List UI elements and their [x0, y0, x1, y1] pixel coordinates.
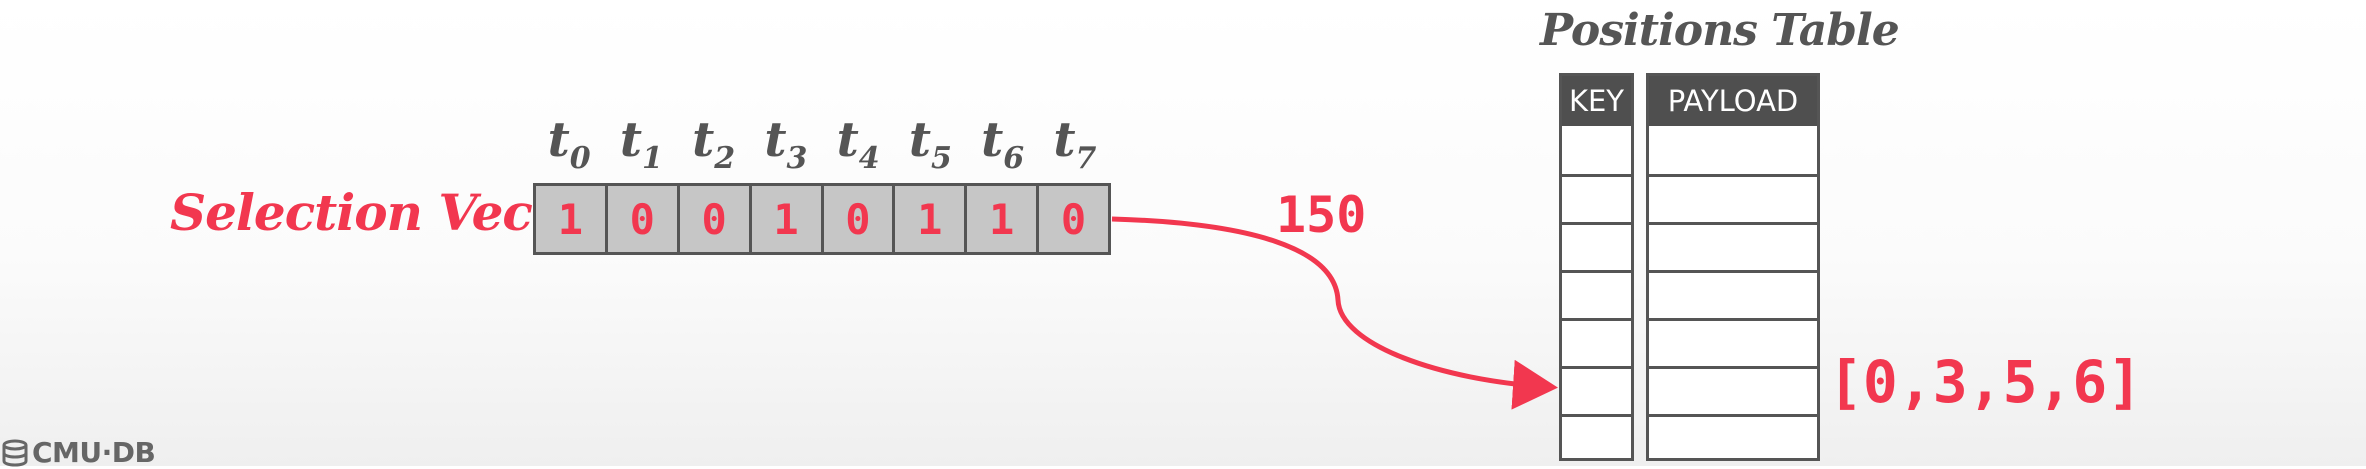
table-cell [1562, 126, 1631, 174]
table-cell [1649, 414, 1817, 462]
table-cell [1649, 222, 1817, 270]
table-cell [1562, 366, 1631, 414]
bit-cell: 0 [1060, 194, 1087, 244]
payload-column: PAYLOAD [1646, 73, 1820, 461]
bit-cell: 0 [680, 186, 752, 252]
table-cell [1562, 414, 1631, 462]
tuple-labels: t0 t1 t2 t3 t4 t5 t6 t7 [533, 112, 1111, 178]
bit-cell: 0 [824, 186, 896, 252]
tuple-label-0: t0 [547, 112, 591, 176]
tuple-label-5: t5 [908, 112, 952, 176]
payload-header: PAYLOAD [1649, 76, 1817, 126]
table-cell [1562, 270, 1631, 318]
bit-cell: 1 [895, 186, 968, 252]
table-cell [1649, 318, 1817, 366]
arrow-path [1111, 216, 1558, 410]
bit-cell: 1 [752, 186, 824, 252]
tuple-label-4: t4 [836, 112, 880, 176]
bit-cell: 0 [608, 186, 680, 252]
database-icon [2, 439, 28, 467]
table-cell [1649, 126, 1817, 174]
bit-cell: 1 [536, 186, 608, 252]
positions-table-title: Positions Table [1540, 5, 1900, 56]
tuple-label-1: t1 [619, 112, 663, 176]
key-header: KEY [1562, 76, 1631, 126]
positions-result: [0,3,5,6] [1828, 348, 2143, 416]
tuple-label-3: t3 [764, 112, 808, 176]
table-cell [1649, 366, 1817, 414]
selection-vector-bits: 1 0 0 1 0 1 1 0 [533, 183, 1111, 255]
tuple-label-2: t2 [692, 112, 736, 176]
bit-cell: 1 [967, 186, 1040, 252]
key-cells [1562, 126, 1631, 462]
logo-text: CMU·DB [32, 436, 156, 469]
table-cell [1649, 270, 1817, 318]
tuple-label-6: t6 [981, 112, 1025, 176]
payload-cells [1649, 126, 1817, 462]
table-cell [1562, 222, 1631, 270]
table-cell [1649, 174, 1817, 222]
table-cell [1562, 318, 1631, 366]
cmu-db-logo: CMU·DB [0, 436, 156, 469]
key-column: KEY [1559, 73, 1634, 461]
annotation-value: 150 [1276, 186, 1367, 244]
tuple-label-7: t7 [1053, 112, 1097, 176]
table-cell [1562, 174, 1631, 222]
